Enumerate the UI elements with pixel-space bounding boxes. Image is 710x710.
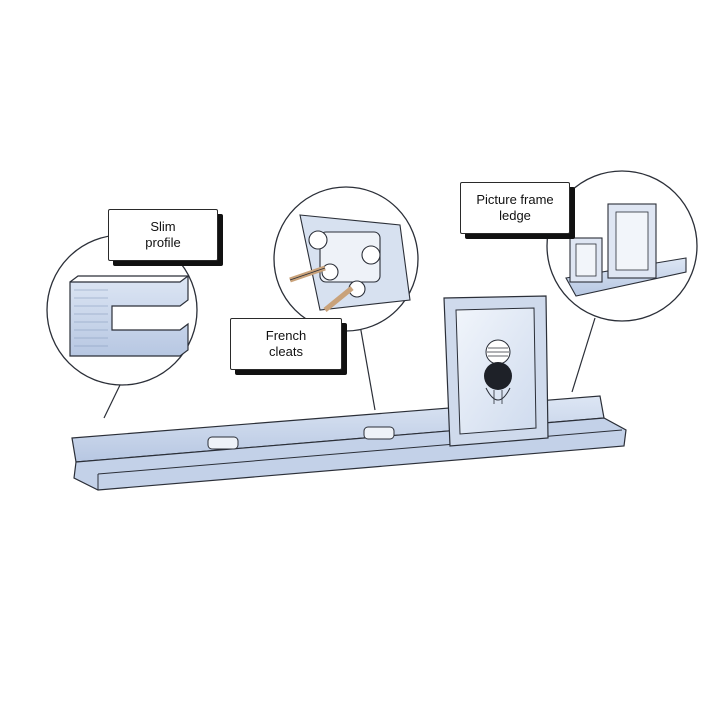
callout-french-cleats: French cleats [230,318,342,370]
callout-picture-frame-ledge: Picture frame ledge [460,182,570,234]
callout-french-cleats-line1: French [265,328,307,343]
callout-french-cleats-line2: cleats [269,344,303,359]
callout-slim-profile-line2: profile [145,235,181,250]
picture-ledge-detail [546,170,698,393]
callout-picture-frame-ledge-line1: Picture frame [476,192,554,207]
callout-slim-profile: Slim profile [108,209,218,261]
picture-frame [443,295,549,447]
slim-profile-detail [46,234,198,419]
callout-slim-profile-line1: Slim [150,219,176,234]
callout-picture-frame-ledge-line2: ledge [499,208,531,223]
french-cleat-detail [273,186,419,411]
